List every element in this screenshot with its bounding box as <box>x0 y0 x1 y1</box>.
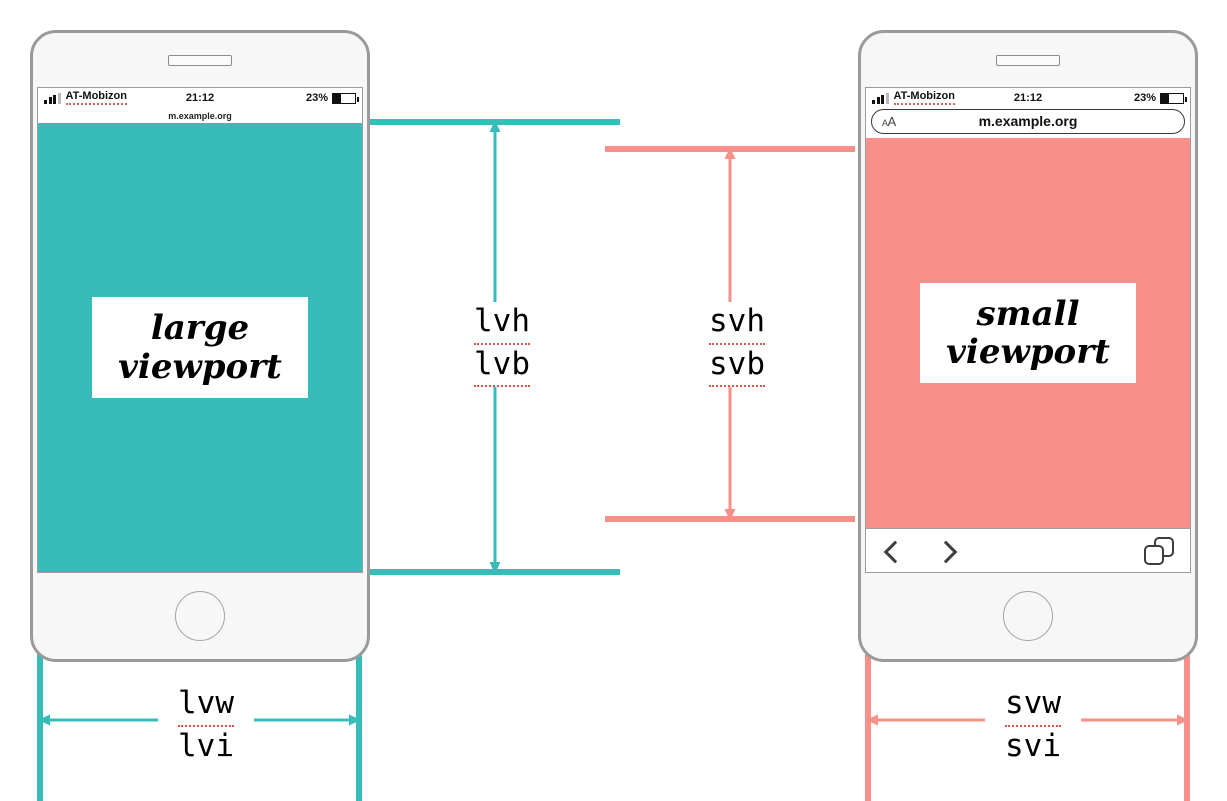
svw-right-edge-bar <box>1184 578 1190 801</box>
url-text: m.example.org <box>978 113 1078 129</box>
text-size-large-a: A <box>887 113 897 129</box>
battery-percent-label: 23% <box>305 92 328 104</box>
svh-svb-label: svh svb <box>690 302 784 388</box>
signal-bars-icon <box>44 92 61 104</box>
home-button-right[interactable] <box>1003 591 1053 641</box>
battery-status: 23% <box>1133 92 1187 104</box>
phone-speaker-grille <box>168 55 232 66</box>
status-bar-right: AT-Mobizon 21:12 23% <box>866 88 1190 108</box>
tabs-icon[interactable] <box>1144 536 1174 565</box>
chevron-left-icon[interactable] <box>882 541 902 561</box>
unit-lvb: lvb <box>461 345 543 388</box>
status-bar-left: AT-Mobizon 21:12 23% <box>38 88 362 108</box>
phone-speaker-grille <box>996 55 1060 66</box>
large-viewport-phone: AT-Mobizon 21:12 23% m.example.org large… <box>30 30 370 662</box>
lvw-right-edge-bar <box>356 578 362 801</box>
status-clock: 21:12 <box>1013 92 1043 104</box>
phone-screen-large: AT-Mobizon 21:12 23% m.example.org large… <box>37 87 363 573</box>
lvh-lvb-label: lvh lvb <box>455 302 549 388</box>
lvw-lvi-label: lvw lvi <box>158 684 254 767</box>
browser-bottom-toolbar <box>866 528 1190 572</box>
large-viewport-area: large viewport <box>38 123 362 572</box>
small-viewport-area: small viewport <box>866 138 1190 528</box>
battery-icon <box>1160 92 1187 104</box>
url-minimized-left[interactable]: m.example.org <box>38 108 362 123</box>
unit-lvi: lvi <box>178 727 234 764</box>
small-viewport-label: small viewport <box>920 282 1136 384</box>
status-clock: 21:12 <box>185 92 215 104</box>
lvw-measure-arrow-right <box>238 713 362 727</box>
carrier-label: AT-Mobizon <box>893 91 955 105</box>
unit-svw: svw <box>991 684 1075 727</box>
lvw-measure-arrow-left <box>37 713 162 727</box>
svw-measure-arrow-right <box>1066 713 1190 727</box>
svw-measure-arrow-left <box>865 713 990 727</box>
signal-bars-icon <box>872 92 889 104</box>
unit-svh: svh <box>696 302 778 345</box>
unit-lvw: lvw <box>164 684 248 727</box>
unit-svb: svb <box>696 345 778 388</box>
text-size-small-a: A <box>882 117 888 128</box>
svw-left-edge-bar <box>865 578 871 801</box>
large-viewport-label: large viewport <box>92 297 308 398</box>
battery-status: 23% <box>305 92 359 104</box>
unit-lvh: lvh <box>461 302 543 345</box>
battery-percent-label: 23% <box>1133 92 1156 104</box>
unit-svi: svi <box>1005 727 1061 764</box>
battery-icon <box>332 92 359 104</box>
carrier-label: AT-Mobizon <box>65 91 127 105</box>
svw-svi-label: svw svi <box>985 684 1081 767</box>
lvw-left-edge-bar <box>37 578 43 801</box>
chevron-right-icon[interactable] <box>936 541 956 561</box>
home-button-left[interactable] <box>175 591 225 641</box>
